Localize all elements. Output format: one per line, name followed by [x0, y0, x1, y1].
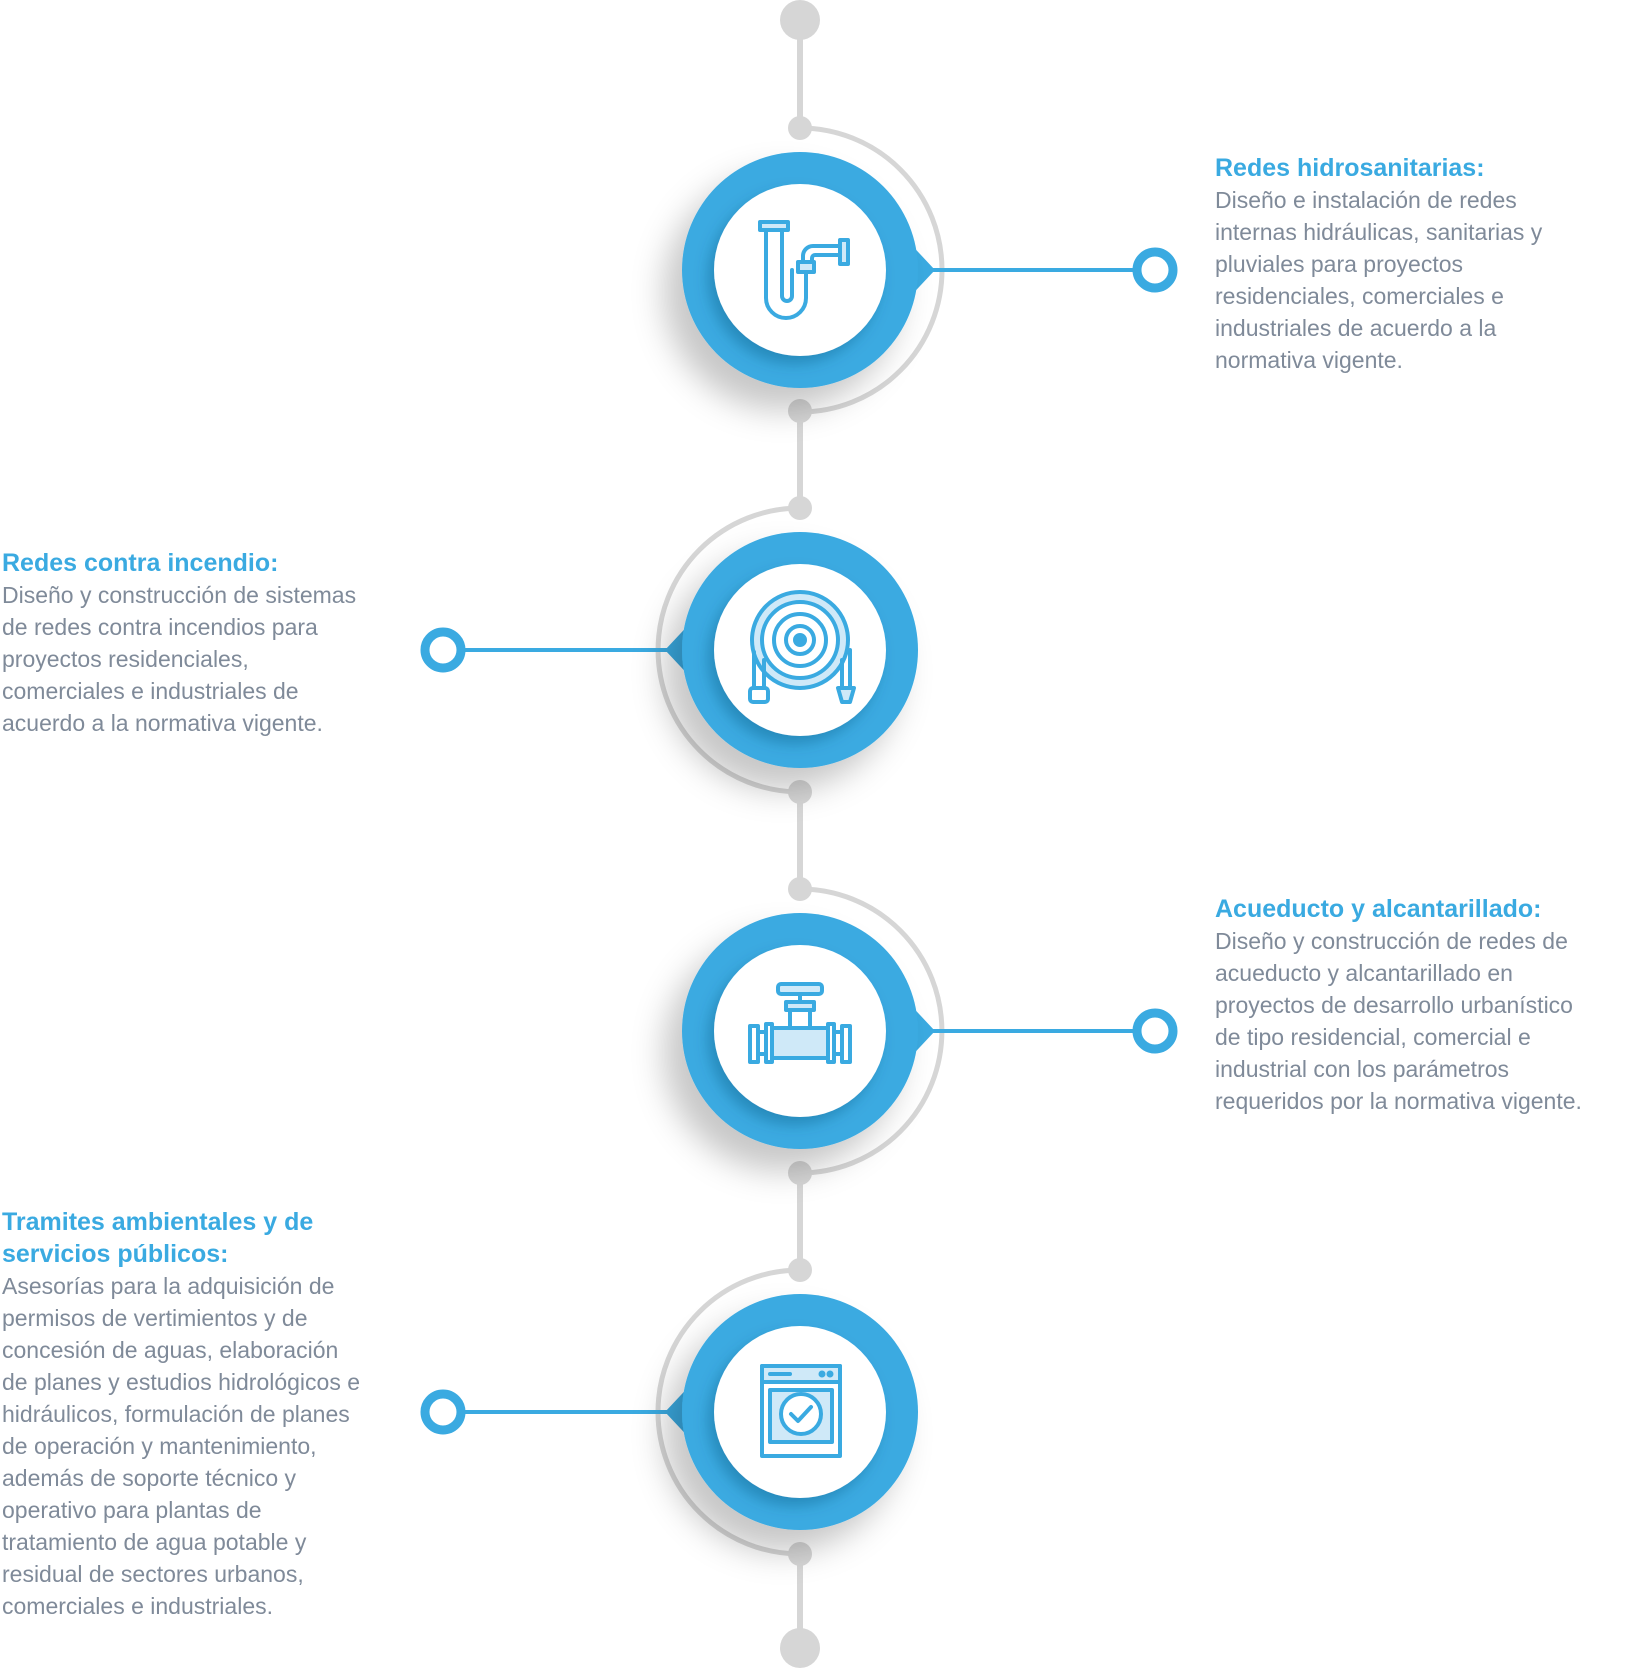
connector-endpoint [420, 627, 466, 673]
node-dot-top [788, 116, 812, 140]
item-4-description: Asesorías para la adquisición de permiso… [2, 1273, 361, 1619]
node-dot-bottom [788, 1542, 812, 1566]
node-dot-top [788, 496, 812, 520]
item-4-title: Tramites ambientales y de servicios públ… [2, 1208, 314, 1268]
node-dot-bottom [788, 780, 812, 804]
item-1-title: Redes hidrosanitarias: [1215, 154, 1485, 182]
timeline-bottom-cap [780, 1628, 820, 1668]
node-dot-top [788, 877, 812, 901]
item-2-text: Redes contra incendio: Diseño y construc… [2, 547, 402, 739]
item-1-description: Diseño e instalación de redes internas h… [1215, 187, 1543, 373]
timeline-node-1 [682, 116, 1178, 423]
fire-hose-reel-icon [748, 590, 856, 704]
item-2-description: Diseño y construcción de sistemas de red… [2, 582, 357, 736]
timeline-node-4 [420, 1258, 918, 1566]
sink-pipe-icon [758, 220, 850, 320]
item-4-text: Tramites ambientales y de servicios públ… [2, 1206, 402, 1622]
washing-machine-check-icon [760, 1364, 842, 1458]
connector-endpoint [1132, 1008, 1178, 1054]
item-3-description: Diseño y construcción de redes de acuedu… [1215, 928, 1582, 1114]
pipe-valve-icon [748, 982, 852, 1064]
timeline-node-3 [682, 877, 1178, 1185]
timeline-top-cap [780, 0, 820, 40]
connector-endpoint [420, 1389, 466, 1435]
node-dot-bottom [788, 399, 812, 423]
item-1-text: Redes hidrosanitarias: Diseño e instalac… [1215, 152, 1615, 376]
item-3-title: Acueducto y alcantarillado: [1215, 895, 1542, 923]
connector-endpoint [1132, 247, 1178, 293]
node-dot-bottom [788, 1161, 812, 1185]
item-2-title: Redes contra incendio: [2, 549, 279, 577]
item-3-text: Acueducto y alcantarillado: Diseño y con… [1215, 893, 1625, 1117]
timeline-node-2 [420, 496, 918, 804]
node-dot-top [788, 1258, 812, 1282]
